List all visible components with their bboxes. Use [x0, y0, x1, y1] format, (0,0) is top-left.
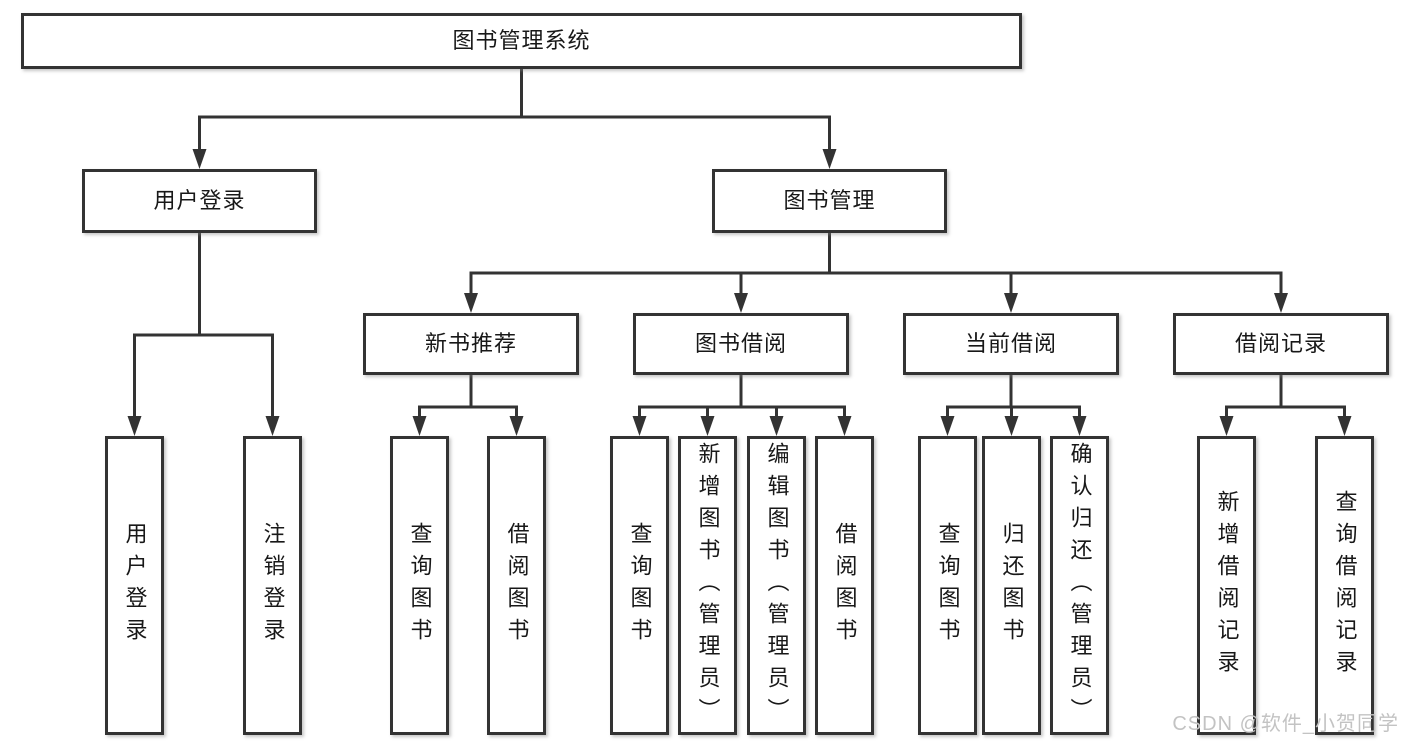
leaf-borrowing-edit-books-admin-label: 编辑图书（管理员） — [764, 441, 790, 730]
node-current-borrowing-label: 当前借阅 — [964, 331, 1057, 356]
leaf-current-return-books-label: 归还图书 — [999, 521, 1025, 650]
leaf-borrowing-borrow-books-label: 借阅图书 — [832, 521, 858, 650]
leaf-logout: 注销登录 — [243, 436, 302, 735]
leaf-borrowing-edit-books-admin: 编辑图书（管理员） — [747, 436, 806, 735]
leaf-records-query-borrow-record-label: 查询借阅记录 — [1332, 489, 1358, 682]
node-new-book-recommendation-label: 新书推荐 — [424, 331, 517, 356]
node-book-borrowing: 图书借阅 — [633, 313, 849, 375]
watermark: CSDN @软件_小贺同学 — [1172, 713, 1399, 735]
leaf-user-login-label: 用户登录 — [122, 521, 148, 650]
node-book-borrowing-label: 图书借阅 — [694, 331, 787, 356]
node-borrowing-records: 借阅记录 — [1173, 313, 1389, 375]
node-current-borrowing: 当前借阅 — [903, 313, 1119, 375]
leaf-current-query-books-label: 查询图书 — [935, 521, 961, 650]
leaf-borrowing-add-books-admin: 新增图书（管理员） — [678, 436, 737, 735]
node-borrowing-records-label: 借阅记录 — [1234, 331, 1327, 356]
node-user-login: 用户登录 — [82, 169, 317, 233]
leaf-newbook-query-books-label: 查询图书 — [407, 521, 433, 650]
leaf-records-add-borrow-record-label: 新增借阅记录 — [1214, 489, 1240, 682]
leaf-newbook-borrow-books: 借阅图书 — [487, 436, 546, 735]
leaf-current-confirm-return-admin-label: 确认归还（管理员） — [1067, 441, 1093, 730]
leaf-user-login: 用户登录 — [105, 436, 164, 735]
leaf-current-confirm-return-admin: 确认归还（管理员） — [1050, 436, 1109, 735]
leaf-records-add-borrow-record: 新增借阅记录 — [1197, 436, 1256, 735]
leaf-current-query-books: 查询图书 — [918, 436, 977, 735]
leaf-borrowing-add-books-admin-label: 新增图书（管理员） — [695, 441, 721, 730]
leaf-records-query-borrow-record: 查询借阅记录 — [1315, 436, 1374, 735]
leaf-borrowing-query-books-label: 查询图书 — [627, 521, 653, 650]
node-library-management-system-label: 图书管理系统 — [452, 28, 591, 53]
leaf-borrowing-borrow-books: 借阅图书 — [815, 436, 874, 735]
leaf-newbook-borrow-books-label: 借阅图书 — [504, 521, 530, 650]
leaf-logout-label: 注销登录 — [260, 521, 286, 650]
leaf-newbook-query-books: 查询图书 — [390, 436, 449, 735]
node-new-book-recommendation: 新书推荐 — [363, 313, 579, 375]
node-book-management-label: 图书管理 — [783, 188, 876, 213]
node-book-management: 图书管理 — [712, 169, 947, 233]
node-library-management-system: 图书管理系统 — [21, 13, 1022, 69]
leaf-borrowing-query-books: 查询图书 — [610, 436, 669, 735]
leaf-current-return-books: 归还图书 — [982, 436, 1041, 735]
node-user-login-label: 用户登录 — [153, 188, 246, 213]
